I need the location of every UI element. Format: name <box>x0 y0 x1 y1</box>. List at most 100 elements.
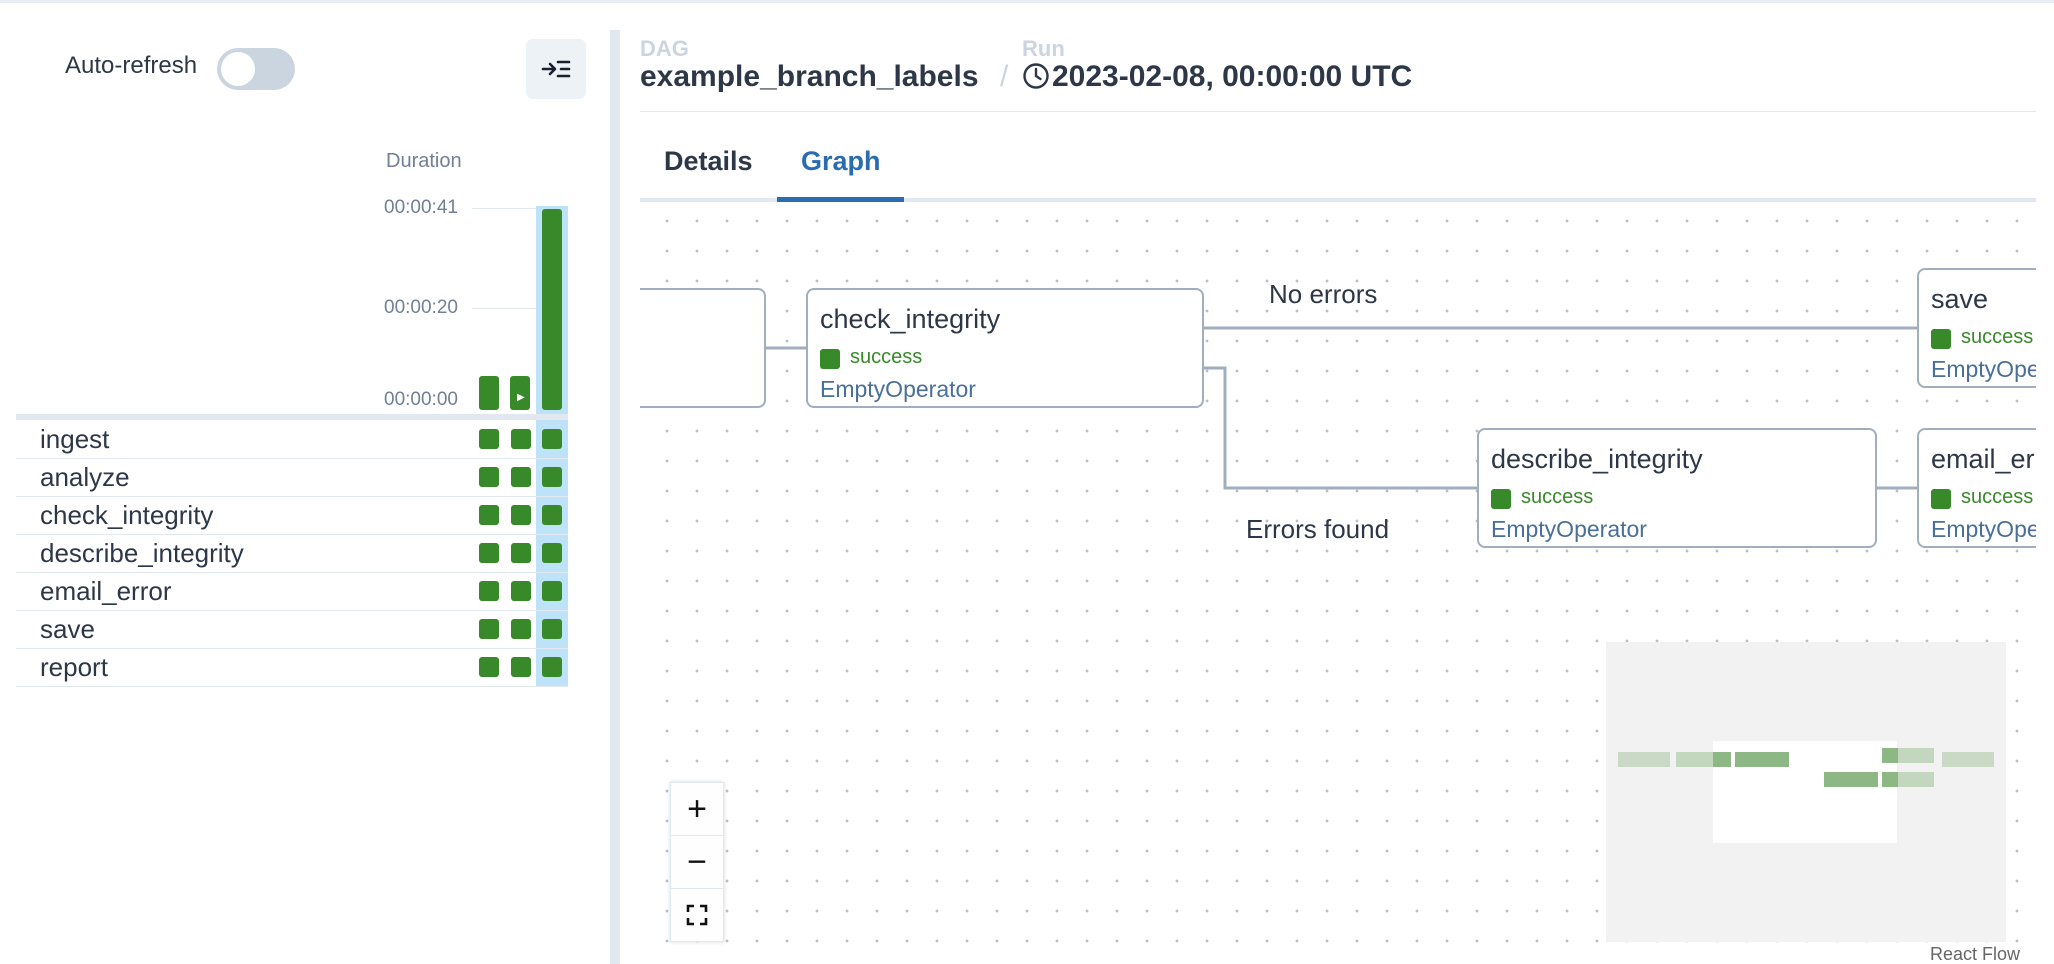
graph-node-check-integrity[interactable]: check_integrity success EmptyOperator <box>806 288 1204 408</box>
task-instance-square[interactable] <box>511 619 531 639</box>
node-state-label: success <box>1521 486 1594 508</box>
task-name: analyze <box>40 462 130 492</box>
task-row[interactable]: report <box>16 648 568 687</box>
node-state-label: success <box>1961 486 2034 508</box>
tick-line <box>472 208 538 209</box>
run-duration-bar[interactable] <box>510 376 530 410</box>
minimap-node <box>1713 752 1731 767</box>
task-name: describe_integrity <box>40 538 244 568</box>
graph-canvas[interactable]: check_integrity success EmptyOperator sa… <box>640 202 2036 964</box>
minimap-node <box>1898 772 1934 787</box>
auto-refresh-toggle[interactable] <box>217 48 295 90</box>
node-operator-label: EmptyOperator <box>1491 516 1647 542</box>
node-state-square <box>820 349 840 369</box>
task-instance-square[interactable] <box>511 657 531 677</box>
minimap-node <box>1882 772 1898 787</box>
duration-header: Duration <box>386 150 462 172</box>
run-duration-bar[interactable] <box>542 209 562 410</box>
task-instance-square[interactable] <box>542 429 562 449</box>
duration-tick-mid: 00:00:20 <box>384 297 458 318</box>
task-instance-square[interactable] <box>479 543 499 563</box>
tick-line <box>472 308 538 309</box>
run-duration-bar[interactable] <box>479 376 499 410</box>
task-instance-square[interactable] <box>542 505 562 525</box>
task-row[interactable]: email_error <box>16 572 568 611</box>
arrow-collapse-icon <box>541 60 571 78</box>
graph-node-save[interactable]: save success EmptyOperator <box>1917 268 2036 388</box>
fit-view-icon <box>686 904 708 926</box>
task-instance-square[interactable] <box>511 429 531 449</box>
task-instance-square[interactable] <box>542 467 562 487</box>
minimap-node <box>1824 772 1878 787</box>
task-instance-square[interactable] <box>511 467 531 487</box>
auto-refresh-label: Auto-refresh <box>65 52 198 79</box>
breadcrumb-run-link[interactable]: 2023-02-08, 00:00:00 UTC <box>1052 60 1413 93</box>
node-task-name: email_er <box>1931 444 2035 474</box>
zoom-in-button[interactable]: + <box>671 783 723 836</box>
graph-zoom-controls: + − <box>670 782 724 942</box>
graph-node-email-error[interactable]: email_er success EmptyOperator <box>1917 428 2036 548</box>
task-instance-square[interactable] <box>542 619 562 639</box>
minimap-node <box>1735 752 1789 767</box>
minimap-node <box>1942 752 1994 767</box>
node-operator-label: EmptyOperator <box>820 376 976 402</box>
node-state-label: success <box>850 346 923 368</box>
edge-errors-found <box>1203 366 1478 490</box>
node-operator-label: EmptyOperator <box>1931 356 2036 382</box>
node-task-name: save <box>1931 284 1989 314</box>
toggle-knob <box>221 52 255 86</box>
task-instance-square[interactable] <box>542 581 562 601</box>
task-row[interactable]: check_integrity <box>16 496 568 535</box>
task-instance-square[interactable] <box>479 657 499 677</box>
graph-node-partial[interactable] <box>640 288 766 408</box>
tabs-divider <box>640 198 2036 202</box>
task-name: report <box>40 652 108 682</box>
task-instance-square[interactable] <box>479 505 499 525</box>
minimap-node <box>1898 748 1934 763</box>
node-task-name: check_integrity <box>820 304 1001 334</box>
panel-resize-divider[interactable] <box>610 30 620 964</box>
tab-active-indicator <box>777 197 904 202</box>
task-instance-square[interactable] <box>511 505 531 525</box>
grid-panel: Auto-refresh Duration 00:00:41 00:00:20 … <box>0 0 610 964</box>
minimap-node <box>1618 752 1670 767</box>
task-instance-square[interactable] <box>479 429 499 449</box>
task-instance-square[interactable] <box>511 543 531 563</box>
task-name: ingest <box>40 424 110 454</box>
task-instance-square[interactable] <box>479 581 499 601</box>
task-row[interactable]: ingest <box>16 420 568 459</box>
task-instance-square[interactable] <box>542 657 562 677</box>
task-name: email_error <box>40 576 172 606</box>
graph-node-describe-integrity[interactable]: describe_integrity success EmptyOperator <box>1477 428 1877 548</box>
clock-icon <box>1023 63 1049 89</box>
breadcrumb-dag-label: DAG <box>640 36 689 61</box>
fit-view-button[interactable] <box>671 889 723 941</box>
task-instance-square[interactable] <box>479 467 499 487</box>
node-state-square <box>1931 329 1951 349</box>
node-state-square <box>1491 489 1511 509</box>
tab-graph[interactable]: Graph <box>801 146 881 176</box>
node-task-name: describe_integrity <box>1491 444 1703 474</box>
task-instance-square[interactable] <box>542 543 562 563</box>
collapse-grid-button[interactable] <box>526 39 586 99</box>
graph-minimap[interactable] <box>1606 642 2006 942</box>
task-row[interactable]: analyze <box>16 458 568 497</box>
grid-axis-line <box>16 414 568 420</box>
header-divider <box>640 111 2036 112</box>
duration-tick-max: 00:00:41 <box>384 197 458 218</box>
breadcrumb-dag-link[interactable]: example_branch_labels <box>640 60 979 93</box>
graph-edges <box>765 326 1918 490</box>
node-state-square <box>1931 489 1951 509</box>
duration-tick-min: 00:00:00 <box>384 389 458 410</box>
react-flow-attribution[interactable]: React Flow <box>1930 944 2021 964</box>
zoom-out-button[interactable]: − <box>671 836 723 889</box>
task-row[interactable]: save <box>16 610 568 649</box>
node-state-label: success <box>1961 326 2034 348</box>
task-row[interactable]: describe_integrity <box>16 534 568 573</box>
breadcrumb-separator: / <box>1000 60 1009 93</box>
task-instance-square[interactable] <box>479 619 499 639</box>
tab-details[interactable]: Details <box>664 146 753 176</box>
node-operator-label: EmptyOperator <box>1931 516 2036 542</box>
task-name: save <box>40 614 95 644</box>
task-instance-square[interactable] <box>511 581 531 601</box>
